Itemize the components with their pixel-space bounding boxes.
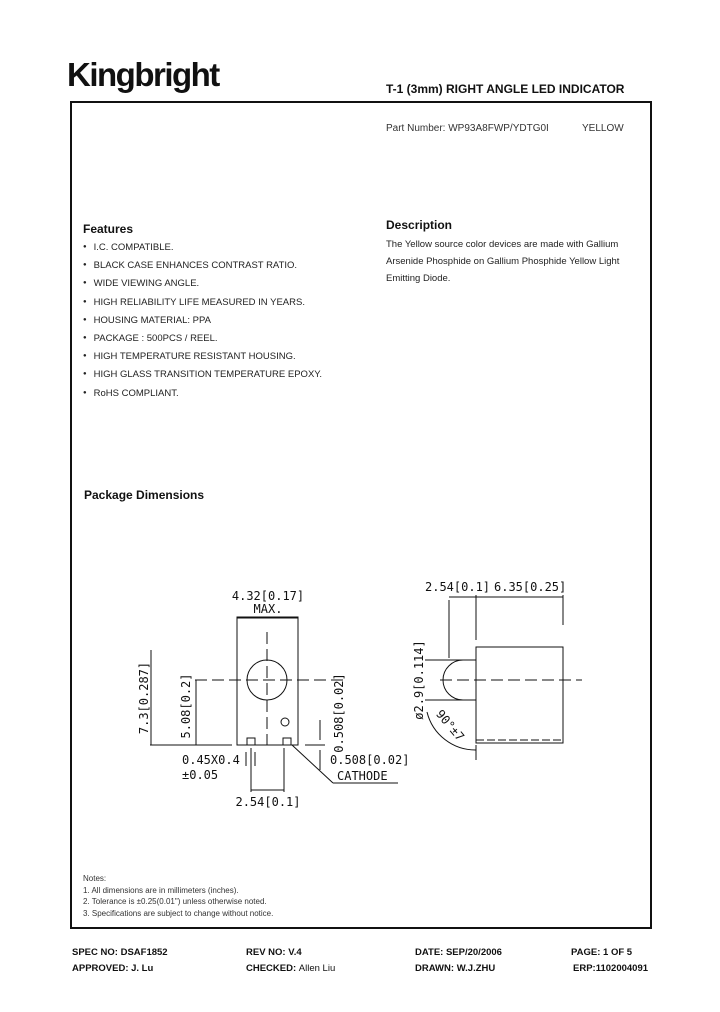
note-item: 1. All dimensions are in millimeters (in…	[83, 885, 239, 895]
date: DATE: SEP/20/2006	[415, 947, 502, 958]
angle-arc	[426, 711, 477, 751]
kingbright-logo: Kingbright	[67, 56, 220, 93]
feature-item: BLACK CASE ENHANCES CONTRAST RATIO.	[83, 260, 322, 278]
center-height-label: 5.08[0.2]	[179, 673, 193, 738]
feature-item: RoHS COMPLIANT.	[83, 388, 322, 406]
lead-right	[282, 737, 292, 746]
description-section: Description The Yellow source color devi…	[386, 218, 646, 287]
description-text: The Yellow source color devices are made…	[386, 239, 620, 284]
cathode-label: CATHODE	[337, 769, 388, 783]
document-title: T-1 (3mm) RIGHT ANGLE LED INDICATOR	[386, 82, 625, 96]
erp: ERP:1102004091	[573, 963, 649, 974]
rev-no: REV NO: V.4	[246, 947, 302, 958]
feature-item: HIGH TEMPERATURE RESISTANT HOUSING.	[83, 351, 322, 369]
features-heading: Features	[83, 222, 134, 236]
part-number: Part Number: WP93A8FWP/YDTG0I YELLOW	[386, 123, 624, 134]
lead-left	[246, 737, 256, 746]
depth-label: 6.35[0.25]	[494, 580, 566, 594]
notes-heading: Notes:	[83, 874, 107, 883]
feature-item: WIDE VIEWING ANGLE.	[83, 278, 322, 296]
max-label: MAX.	[254, 602, 283, 616]
height-label: 7.3[0.287]	[137, 662, 151, 734]
front-view: 4.32[0.17] MAX. 7.3[0.287] 5.08[0.2] 0.5…	[137, 589, 409, 809]
notes-section: Notes: 1. All dimensions are in millimet…	[83, 873, 273, 919]
checked: CHECKED: Allen Liu	[246, 963, 336, 974]
note-item: 3. Specifications are subject to change …	[83, 908, 274, 918]
standoff-h-label: 0.508[0.02]	[330, 753, 409, 767]
dome-length-label: 2.54[0.1]	[425, 580, 490, 594]
note-item: 2. Tolerance is ±0.25(0.01") unless othe…	[83, 897, 267, 906]
feature-item: HOUSING MATERIAL: PPA	[83, 315, 322, 333]
feature-item: I.C. COMPATIBLE.	[83, 242, 322, 260]
feature-item: HIGH RELIABILITY LIFE MEASURED IN YEARS.	[83, 297, 322, 315]
pitch-label: 2.54[0.1]	[235, 795, 300, 809]
width-label: 4.32[0.17]	[232, 589, 304, 603]
approved: APPROVED: J. Lu	[72, 963, 154, 974]
page-number: PAGE: 1 OF 5	[571, 947, 633, 958]
spec-no: SPEC NO: DSAF1852	[72, 947, 168, 958]
feature-item: HIGH GLASS TRANSITION TEMPERATURE EPOXY.	[83, 369, 322, 387]
side-body-outline	[475, 646, 564, 744]
diameter-label: ø2.9[0.114]	[412, 640, 426, 719]
lead-size-label: 0.45X0.4	[182, 753, 240, 767]
cathode-leader	[291, 744, 334, 784]
feature-item: PACKAGE : 500PCS / REEL.	[83, 333, 322, 351]
part-color: YELLOW	[582, 123, 624, 134]
drawn: DRAWN: W.J.ZHU	[415, 963, 496, 974]
package-dimensions-heading: Package Dimensions	[84, 488, 205, 502]
part-number-label: Part Number: WP93A8FWP/YDTG0I	[386, 123, 549, 134]
polarity-mark	[280, 717, 290, 727]
angle-label: 90°±7	[433, 707, 467, 744]
lead-tolerance-label: ±0.05	[182, 768, 218, 782]
standoff-v-label: 0.508[0.02]	[332, 673, 346, 752]
side-view: 2.54[0.1] 6.35[0.25] ø2.9[0.114] 90°±7	[412, 580, 582, 760]
features-section: Features I.C. COMPATIBLE. BLACK CASE ENH…	[83, 222, 322, 406]
description-heading: Description	[386, 218, 453, 232]
content-frame	[70, 101, 652, 929]
